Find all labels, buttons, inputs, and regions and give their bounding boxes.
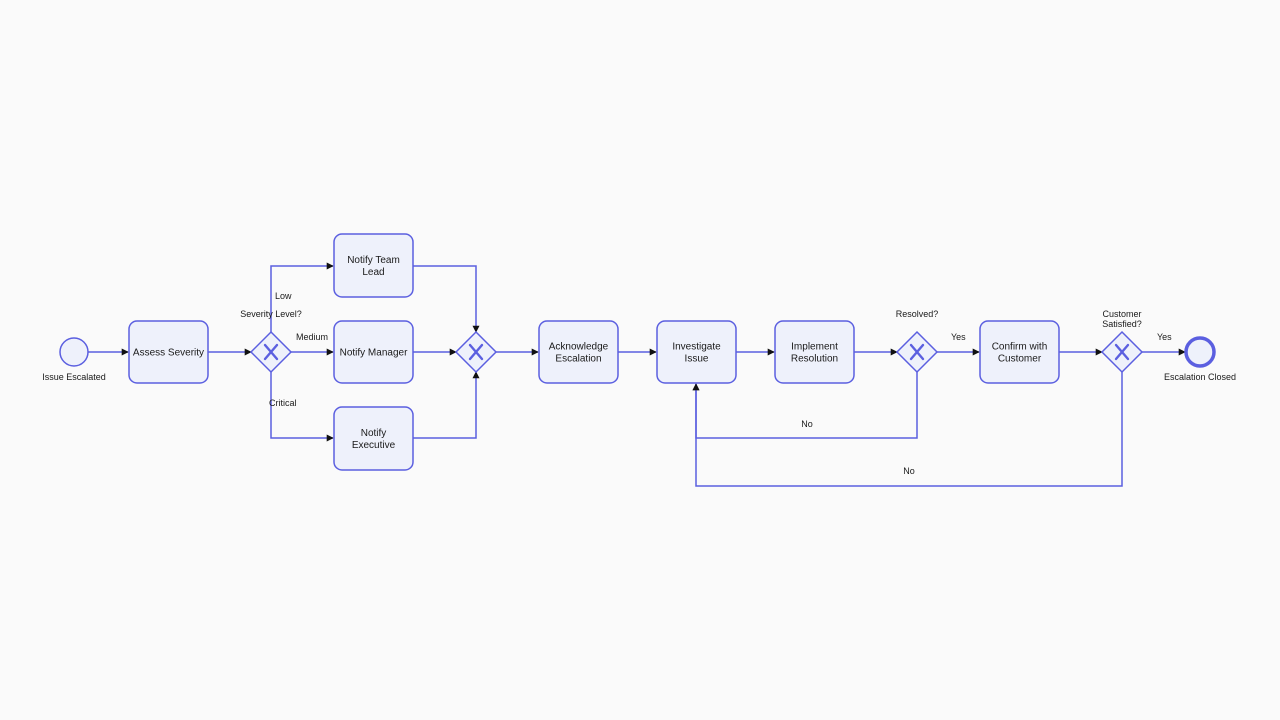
label-line: Satisfied? (1102, 319, 1142, 329)
label-line: Investigate (672, 342, 721, 353)
flow-label-medium: Medium (296, 332, 328, 342)
flow-label-resolved-no: No (801, 419, 813, 429)
gateway-label: Severity Level? (240, 309, 302, 319)
task-label: Notify Manager (340, 348, 408, 359)
label-line: Escalation (555, 354, 601, 365)
label-line: Issue (685, 354, 709, 365)
task-box (333, 406, 414, 471)
task-box (774, 320, 855, 384)
flow-severity-low[interactable] (270, 262, 334, 332)
label-line: Customer (998, 354, 1042, 365)
task-box (333, 320, 414, 384)
flow-labels: Low Medium Critical Yes No Yes No (269, 291, 1172, 476)
label-line: Confirm with (992, 342, 1048, 353)
gateway-severity-level[interactable]: Severity Level? (240, 309, 302, 374)
task-notify-manager[interactable]: Notify Manager (333, 320, 414, 384)
task-box (128, 320, 209, 384)
task-label: Assess Severity (133, 348, 204, 359)
label-line: Resolution (791, 354, 838, 365)
label-line: Customer (1102, 309, 1141, 319)
label-line: Assess Severity (133, 348, 204, 359)
x-icon (263, 343, 279, 361)
gateway-merge[interactable] (454, 330, 498, 374)
task-box (656, 320, 737, 384)
start-event[interactable]: Issue Escalated (42, 337, 106, 382)
flow-satisfied-no[interactable] (692, 372, 1123, 487)
flow-label-critical: Critical (269, 398, 297, 408)
label-line: Notify Manager (340, 348, 408, 359)
end-event-label: Escalation Closed (1164, 372, 1236, 382)
flow-severity-critical[interactable] (270, 372, 334, 442)
task-box (538, 320, 619, 384)
gateway-resolved[interactable]: Resolved? (896, 309, 939, 374)
x-icon (468, 343, 484, 361)
start-event-circle-icon (59, 337, 89, 367)
flow-label-resolved-yes: Yes (951, 332, 966, 342)
label-line: Notify Team (347, 255, 400, 266)
end-event-circle-icon (1184, 336, 1216, 368)
start-event-label: Issue Escalated (42, 372, 106, 382)
label-line: Resolved? (896, 309, 939, 319)
label-line: Acknowledge (549, 342, 609, 353)
x-icon (1114, 343, 1130, 361)
x-icon (909, 343, 925, 361)
label-line: Lead (362, 267, 384, 278)
task-box (333, 233, 414, 298)
gateway-label: Resolved? (896, 309, 939, 319)
flow-label-satisfied-yes: Yes (1157, 332, 1172, 342)
flow-label-low: Low (275, 291, 292, 301)
flow-team-lead-to-merge[interactable] (413, 265, 480, 333)
label-line: Implement (791, 342, 838, 353)
label-line: Notify (361, 428, 387, 439)
label-line: Executive (352, 440, 396, 451)
flow-executive-to-merge[interactable] (413, 371, 480, 439)
flow-label-satisfied-no: No (903, 466, 915, 476)
task-assess-severity[interactable]: Assess Severity (128, 320, 209, 384)
label-line: Severity Level? (240, 309, 302, 319)
sequence-flows (88, 262, 1186, 487)
end-event[interactable]: Escalation Closed (1164, 336, 1236, 382)
task-box (979, 320, 1060, 384)
